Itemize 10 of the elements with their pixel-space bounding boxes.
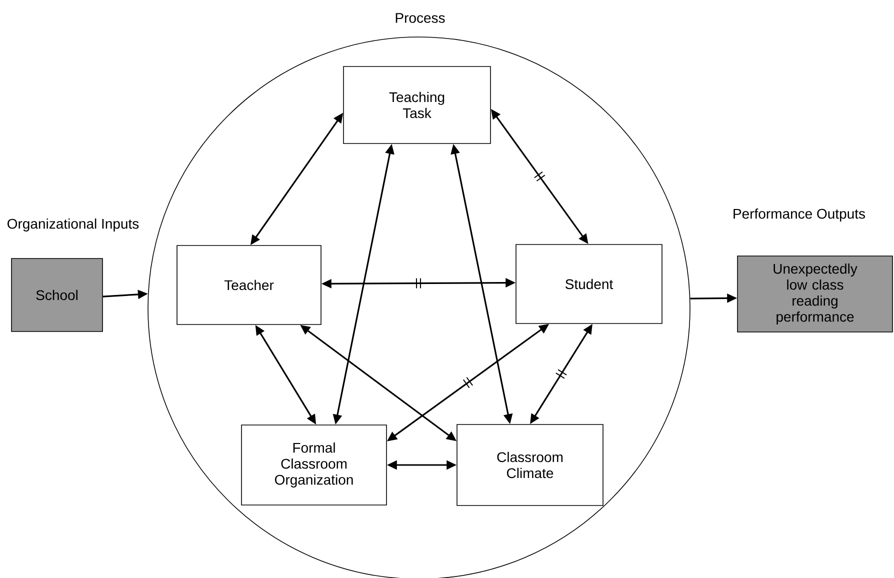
- process-box: Formal Classroom Organization: [241, 424, 387, 506]
- heading: Process: [396, 13, 445, 23]
- process-box: Student: [516, 244, 662, 324]
- process-box: Teacher: [176, 245, 322, 325]
- process-box: Teaching Task: [343, 66, 491, 144]
- heading: Organizational Inputs: [8, 218, 139, 232]
- process-box: Classroom Climate: [456, 424, 604, 506]
- heading: Performance Outputs: [734, 208, 865, 222]
- output-box: Unexpectedly low class reading performance: [737, 256, 893, 332]
- input-box: School: [11, 258, 103, 332]
